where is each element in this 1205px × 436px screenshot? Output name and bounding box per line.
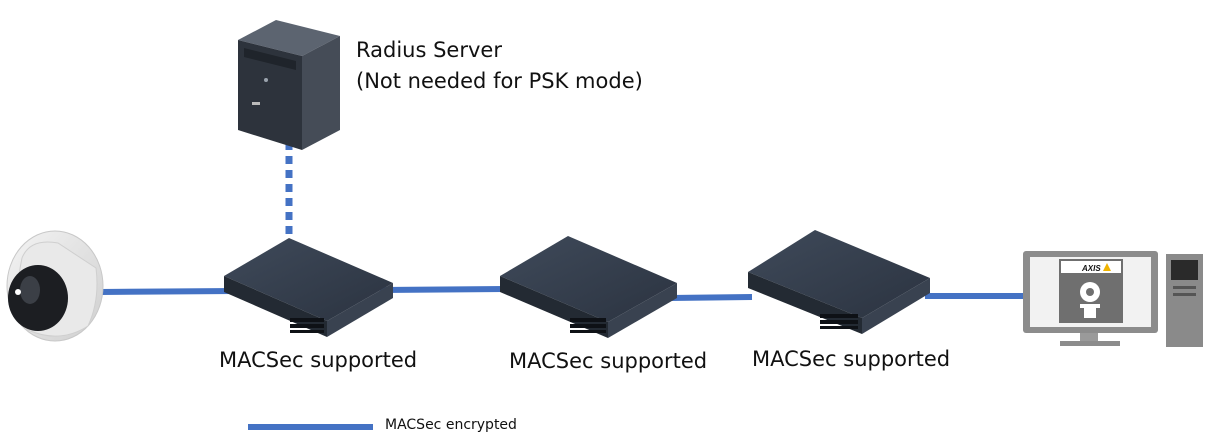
monitor-icon: AXIS: [1023, 251, 1158, 346]
server-note: (Not needed for PSK mode): [356, 69, 643, 93]
switch-label: MACSec supported: [752, 347, 951, 371]
switch-label: MACSec supported: [219, 348, 418, 372]
server-tower-icon: [238, 20, 340, 150]
server-title: Radius Server: [356, 38, 502, 62]
pc-tower-icon: [1166, 254, 1203, 347]
encrypted-links: [99, 286, 1030, 301]
link-switch1-switch2: [379, 286, 506, 293]
network-switch-icon: [224, 238, 393, 337]
legend-label: MACSec encrypted: [385, 417, 517, 433]
link-camera-switch1: [99, 288, 237, 295]
dome-camera-icon: [6, 230, 104, 342]
link-switch2-switch3: [669, 294, 753, 301]
switch-label: MACSec supported: [509, 349, 708, 373]
axis-logo: AXIS: [1081, 264, 1101, 273]
network-switch-icon: [500, 236, 677, 338]
network-switch-icon: [748, 230, 930, 334]
